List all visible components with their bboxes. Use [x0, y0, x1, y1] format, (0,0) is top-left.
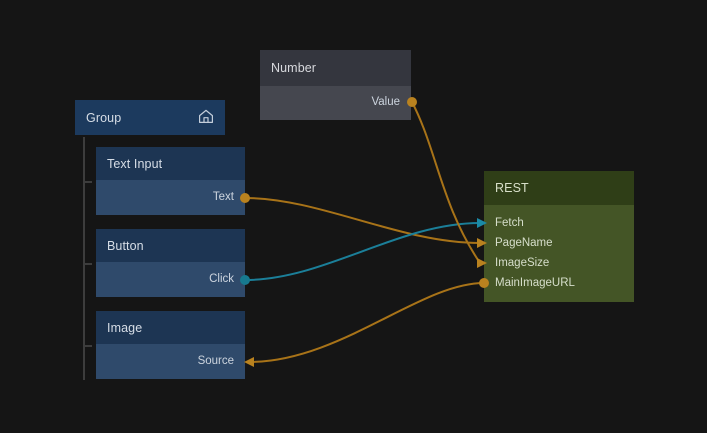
node-number-title: Number [271, 61, 317, 75]
port-rest-imagesize[interactable]: ImageSize [484, 253, 634, 273]
port-marker-source-arrow[interactable] [244, 357, 254, 367]
group-tree-branch-button [83, 263, 92, 265]
node-rest-body: Fetch PageName ImageSize MainImageURL [484, 205, 634, 302]
port-label-fetch: Fetch [495, 217, 524, 229]
node-text-input-header[interactable]: Text Input [96, 147, 245, 180]
group-tree-spine [83, 137, 85, 380]
port-image-source[interactable]: Source [96, 351, 245, 371]
port-rest-fetch[interactable]: Fetch [484, 213, 634, 233]
home-icon[interactable] [198, 109, 214, 127]
port-rest-mainimageurl[interactable]: MainImageURL [484, 273, 634, 293]
node-button-header[interactable]: Button [96, 229, 245, 262]
wire-value-to-imagesize [411, 101, 481, 264]
node-rest-title: REST [495, 181, 529, 195]
group-tree-branch-text-input [83, 181, 92, 183]
port-label-text: Text [212, 191, 234, 203]
port-rest-pagename[interactable]: PageName [484, 233, 634, 253]
wire-mainimageurl-to-source [248, 282, 485, 363]
wire-text-to-pagename [244, 197, 481, 244]
node-number-header[interactable]: Number [260, 50, 411, 86]
port-label-imagesize: ImageSize [495, 257, 550, 269]
node-number-body: Value [260, 86, 411, 120]
port-text-input-text[interactable]: Text [96, 187, 245, 207]
group-tree-branch-image [83, 345, 92, 347]
node-rest[interactable]: REST Fetch PageName ImageSize MainImageU… [484, 171, 634, 302]
port-label-pagename: PageName [495, 237, 553, 249]
node-group-title: Group [86, 110, 122, 125]
port-number-value[interactable]: Value [260, 92, 411, 112]
port-label-mainimageurl: MainImageURL [495, 277, 575, 289]
node-group[interactable]: Group [75, 100, 225, 135]
node-number[interactable]: Number Value [260, 50, 411, 120]
node-button[interactable]: Button Click [96, 229, 245, 297]
node-text-input-body: Text [96, 180, 245, 215]
port-label-click: Click [209, 273, 234, 285]
node-text-input[interactable]: Text Input Text [96, 147, 245, 215]
node-image-title: Image [107, 320, 143, 335]
port-button-click[interactable]: Click [96, 269, 245, 289]
node-image-body: Source [96, 344, 245, 379]
node-image[interactable]: Image Source [96, 311, 245, 379]
node-group-header[interactable]: Group [75, 100, 225, 135]
node-text-input-title: Text Input [107, 156, 163, 171]
wire-click-to-fetch [244, 222, 481, 281]
node-button-title: Button [107, 238, 144, 253]
node-image-header[interactable]: Image [96, 311, 245, 344]
node-button-body: Click [96, 262, 245, 297]
port-label-value: Value [371, 96, 400, 108]
node-rest-header[interactable]: REST [484, 171, 634, 205]
port-label-source: Source [197, 355, 234, 367]
